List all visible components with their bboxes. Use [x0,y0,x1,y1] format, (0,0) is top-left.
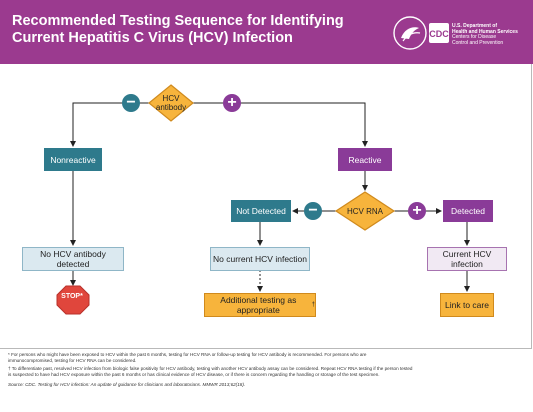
hcv-antibody-diamond [148,84,194,122]
agency-name: U.S. Department of Health and Human Serv… [452,23,526,46]
detected-box: Detected [443,200,493,222]
hcv-antibody-label: HCV antibody [149,93,193,113]
line-antibody-nonreactive [70,102,149,147]
agency-line-3: Centers for Disease [452,34,497,41]
not-detected-box: Not Detected [231,200,291,222]
title-line-1: Recommended Testing Sequence for Identif… [12,13,344,29]
footnote-1-line2: immunocompromised, testing for HCV RNA c… [8,358,137,363]
nonreactive-box: Nonreactive [44,148,102,171]
negative-icon: − [122,94,140,112]
hcv-rna-label: HCV RNA [346,206,383,216]
title-line-2: Current Hepatitis C Virus (HCV) Infectio… [12,30,293,46]
rna-negative-icon: − [304,202,322,220]
dagger-mark: † [311,302,315,308]
hhs-eagle-icon: CDC [393,16,449,50]
link-to-care-box: Link to care [440,293,494,317]
stop-sign-icon [56,285,90,315]
no-current-infection-box: No current HCV infection [210,247,310,271]
agency-line-2: Health and Human Services [452,28,518,35]
source-citation: Source: CDC. Testing for HCV infection: … [8,382,246,387]
cdc-hhs-logo: CDC U.S. Department of Health and Human … [393,14,523,52]
footnote-2: † To differentiate past, resolved HCV in… [8,366,526,378]
footnote-1-line1: * For persons who might have been expose… [8,352,367,357]
agency-line-4: Control and Prevention [452,39,504,46]
rna-positive-icon: + [408,202,426,220]
stop-label: STOP* [61,292,83,300]
agency-line-1: U.S. Department of [452,23,498,29]
page-title: Recommended Testing Sequence for Identif… [12,13,382,47]
cdc-logo-text: CDC [429,29,449,39]
additional-testing-label: Additional testing as appropriate [220,295,297,315]
no-antibody-detected-box: No HCV antibody detected [22,247,124,271]
hcv-antibody-label-line1: HCV [162,94,180,103]
line-antibody-reactive [193,102,368,147]
additional-testing-box: Additional testing as appropriate † [204,293,316,317]
current-infection-box: Current HCV infection [427,247,507,271]
hcv-antibody-label-line2: antibody [155,103,187,112]
flowchart-frame [0,64,532,349]
footnotes: * For persons who might have been expose… [8,352,526,390]
footnote-2-line2: is suspected to have had HCV exposure wi… [8,372,380,377]
positive-icon: + [223,94,241,112]
footnote-2-line1: † To differentiate past, resolved HCV in… [8,366,413,371]
footnote-1: * For persons who might have been expose… [8,352,526,364]
header-banner: Recommended Testing Sequence for Identif… [0,0,533,64]
hcv-rna-diamond [334,191,396,231]
reactive-box: Reactive [338,148,392,171]
